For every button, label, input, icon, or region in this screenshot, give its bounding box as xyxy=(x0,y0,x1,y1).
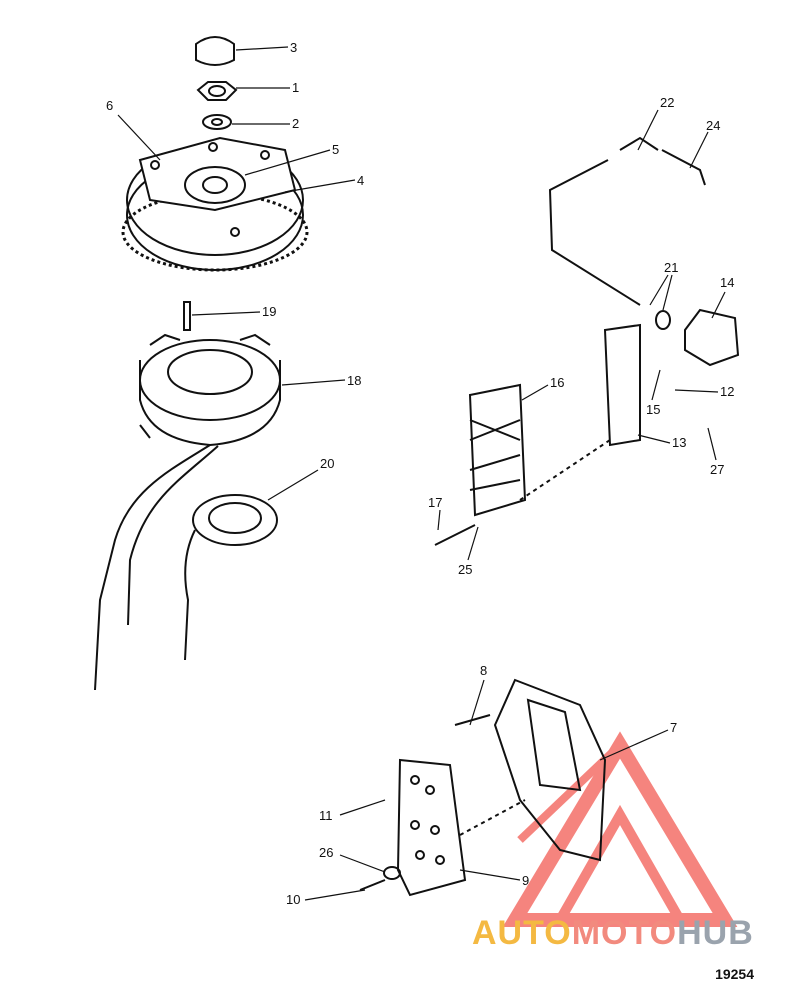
nut-and-washer xyxy=(195,36,238,130)
callout-4: 4 xyxy=(357,173,364,188)
callout-7: 7 xyxy=(670,720,677,735)
ignition-coil xyxy=(548,136,740,367)
bracket-and-rectifier xyxy=(359,678,607,897)
callout-labels: 1 2 3 4 5 6 7 8 9 10 11 12 13 14 15 16 1… xyxy=(106,40,734,907)
callout-25: 25 xyxy=(458,562,472,577)
callout-15: 15 xyxy=(646,402,660,417)
callout-24: 24 xyxy=(706,118,720,133)
callout-6: 6 xyxy=(106,98,113,113)
callout-5: 5 xyxy=(332,142,339,157)
leader-lines xyxy=(117,46,726,901)
callout-12: 12 xyxy=(720,384,734,399)
flywheel xyxy=(121,136,309,272)
stator xyxy=(94,301,281,691)
callout-8: 8 xyxy=(480,663,487,678)
callout-21: 21 xyxy=(664,260,678,275)
callout-22: 22 xyxy=(660,95,674,110)
trigger-coil xyxy=(184,494,278,661)
callout-16: 16 xyxy=(550,375,564,390)
callout-27: 27 xyxy=(710,462,724,477)
watermark-part-auto: AUTO xyxy=(472,914,572,952)
watermark-logo xyxy=(502,731,738,927)
callout-18: 18 xyxy=(347,373,361,388)
callout-9: 9 xyxy=(522,873,529,888)
callout-11: 11 xyxy=(319,808,333,823)
watermark-part-moto: MOTO xyxy=(571,914,678,952)
callout-1: 1 xyxy=(292,80,299,95)
callout-13: 13 xyxy=(672,435,686,450)
watermark-text: AUTOMOTOHUB xyxy=(472,914,754,953)
callout-14: 14 xyxy=(720,275,734,290)
callout-17: 17 xyxy=(428,495,442,510)
callout-19: 19 xyxy=(262,304,276,319)
callout-3: 3 xyxy=(290,40,297,55)
figure-number: 19254 xyxy=(715,966,754,982)
callout-10: 10 xyxy=(286,892,300,907)
callout-26: 26 xyxy=(319,845,333,860)
switch-box xyxy=(434,323,641,546)
callout-20: 20 xyxy=(320,456,334,471)
callout-2: 2 xyxy=(292,116,299,131)
watermark-part-hub: HUB xyxy=(677,914,754,952)
